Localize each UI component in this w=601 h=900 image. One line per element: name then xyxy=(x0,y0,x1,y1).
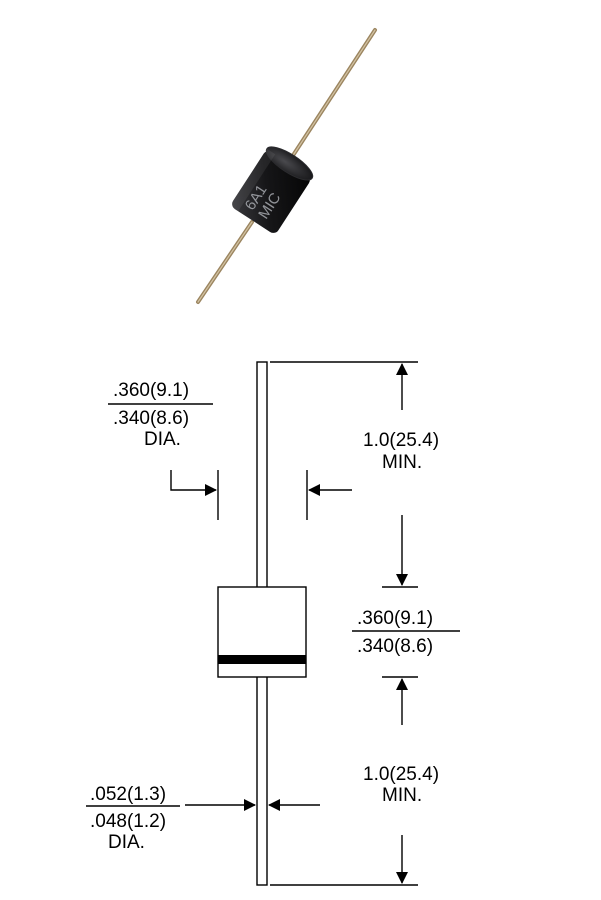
body-dia-max-label: .360(9.1) xyxy=(113,380,189,401)
diode-body xyxy=(229,146,314,233)
cathode-band xyxy=(218,655,306,664)
lead-dia-suffix: DIA. xyxy=(108,832,145,853)
bottom-lead-suffix: MIN. xyxy=(382,785,422,806)
lead-dia-max-label: .052(1.3) xyxy=(90,784,166,805)
bottom-lead-length-label: 1.0(25.4) xyxy=(363,764,439,785)
diode-photo: 6A1 MIC xyxy=(196,28,377,304)
top-lead-length-label: 1.0(25.4) xyxy=(363,430,439,451)
body-dia-arrow-left xyxy=(170,470,217,496)
body-length-min-label: .340(8.6) xyxy=(357,636,433,657)
lead-wire-outline xyxy=(256,361,268,886)
body-dia-suffix: DIA. xyxy=(144,429,181,450)
lead-dia-min-label: .048(1.2) xyxy=(90,811,166,832)
top-lead-suffix: MIN. xyxy=(382,452,422,473)
body-outline xyxy=(217,586,307,678)
body-dia-min-label: .340(8.6) xyxy=(113,408,189,429)
body-length-max-label: .360(9.1) xyxy=(357,608,433,629)
